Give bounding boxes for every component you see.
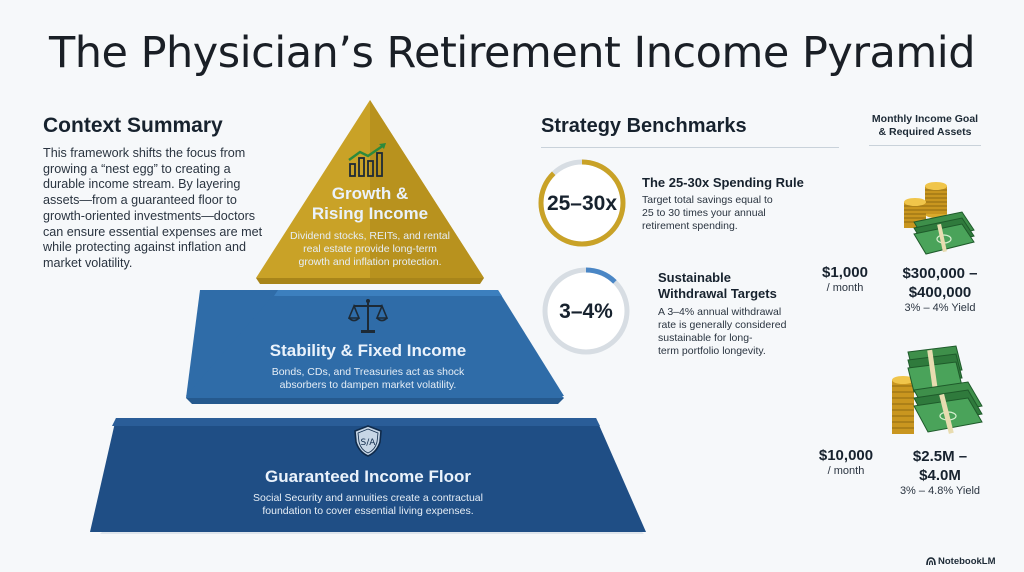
tier-guaranteed-title: Guaranteed Income Floor <box>265 467 471 486</box>
tier-stability-title: Stability & Fixed Income <box>269 341 467 360</box>
tier-growth-desc-1: Dividend stocks, REITs, and rental <box>290 230 450 242</box>
benchmark-desc-withdrawal: A 3–4% annual withdrawal rate is general… <box>658 306 786 358</box>
benchmark-desc-spending-1: Target total savings equal to <box>642 194 773 206</box>
strategy-divider <box>541 147 839 148</box>
income-row-1-monthly: $1,000 / month <box>808 264 882 294</box>
benchmark-desc-spending: Target total savings equal to 25 to 30 t… <box>642 194 773 233</box>
tier-guaranteed-desc-1: Social Security and annuities create a c… <box>253 492 483 504</box>
tier-growth-desc: Dividend stocks, REITs, and rental real … <box>270 230 470 269</box>
benchmark-desc-withdrawal-3: sustainable for long- <box>658 332 753 344</box>
income-row-2-monthly: $10,000 / month <box>806 447 886 477</box>
money-pile-icon <box>892 345 983 434</box>
benchmark-desc-spending-3: retirement spending. <box>642 220 738 232</box>
benchmark-title-withdrawal: Sustainable Withdrawal Targets <box>658 270 777 302</box>
income-row-1-assets-1: $300,000 – <box>902 265 978 282</box>
tier-growth-desc-3: growth and inflation protection. <box>298 256 442 268</box>
income-row-1-assets-2: $400,000 <box>908 284 972 301</box>
benchmark-desc-withdrawal-2: rate is generally considered <box>658 319 787 331</box>
income-goal-heading-1: Monthly Income Goal <box>871 113 979 125</box>
strategy-heading: Strategy Benchmarks <box>541 115 747 137</box>
tier-stability: Stability & Fixed Income <box>218 341 518 361</box>
page-title: The Physician’s Retirement Income Pyrami… <box>48 28 976 78</box>
context-body: This framework shifts the focus from gro… <box>43 146 263 270</box>
benchmark-ring-spending <box>538 159 626 247</box>
pyramid-diagram <box>90 100 646 534</box>
notebooklm-label: NotebookLM <box>938 556 996 567</box>
context-heading: Context Summary <box>43 114 223 137</box>
income-row-2-yield: 3% – 4.8% Yield <box>899 485 981 497</box>
income-row-1-assets: $300,000 – $400,000 3% – 4% Yield <box>888 264 992 314</box>
notebooklm-logo-icon <box>926 557 936 566</box>
shield-label: S/A <box>361 438 377 448</box>
income-row-2-assets: $2.5M – $4.0M 3% – 4.8% Yield <box>888 447 992 497</box>
benchmark-desc-withdrawal-1: A 3–4% annual withdrawal <box>658 306 782 318</box>
income-row-2-assets-1: $2.5M – <box>912 448 968 465</box>
income-goal-divider <box>869 145 981 146</box>
tier-growth-title-1: Growth & <box>331 184 409 203</box>
benchmark-desc-spending-2: 25 to 30 times your annual <box>642 207 766 219</box>
income-row-2-assets-2: $4.0M <box>919 467 961 484</box>
income-row-1-per: / month <box>826 282 864 294</box>
benchmark-title-spending: The 25-30x Spending Rule <box>642 175 804 190</box>
income-row-1-yield: 3% – 4% Yield <box>904 302 976 314</box>
tier-growth: Growth & Rising Income <box>290 184 450 224</box>
shield-icon: S/A <box>354 425 382 457</box>
benchmark-ring-withdrawal <box>542 267 630 355</box>
tier-stability-desc-2: absorbers to dampen market volatility. <box>279 379 457 391</box>
benchmark-desc-withdrawal-4: term portfolio longevity. <box>658 345 766 357</box>
money-stack-icon <box>904 182 975 255</box>
income-row-1-amount: $1,000 <box>822 264 868 281</box>
income-goal-heading-2: & Required Assets <box>878 126 972 138</box>
income-row-2-per: / month <box>827 465 865 477</box>
income-goal-heading: Monthly Income Goal & Required Assets <box>867 113 983 139</box>
tier-guaranteed-shape <box>90 418 646 532</box>
income-row-2-amount: $10,000 <box>818 447 874 464</box>
tier-stability-desc-1: Bonds, CDs, and Treasuries act as shock <box>271 366 465 378</box>
scales-icon <box>348 299 388 333</box>
growth-chart-icon <box>348 143 386 177</box>
tier-growth-desc-2: real estate provide long-term <box>303 243 437 255</box>
ring-value-spending: 25–30x <box>546 192 618 215</box>
tier-stability-desc: Bonds, CDs, and Treasuries act as shock … <box>218 366 518 392</box>
tier-guaranteed-desc: Social Security and annuities create a c… <box>198 492 538 518</box>
benchmark-title-withdrawal-1: Sustainable <box>658 270 731 285</box>
tier-guaranteed-desc-2: foundation to cover essential living exp… <box>262 505 474 517</box>
tier-growth-title-2: Rising Income <box>311 204 429 223</box>
tier-guaranteed: Guaranteed Income Floor <box>198 467 538 487</box>
benchmark-title-withdrawal-2: Withdrawal Targets <box>658 286 777 301</box>
ring-value-withdrawal: 3–4% <box>559 300 613 323</box>
